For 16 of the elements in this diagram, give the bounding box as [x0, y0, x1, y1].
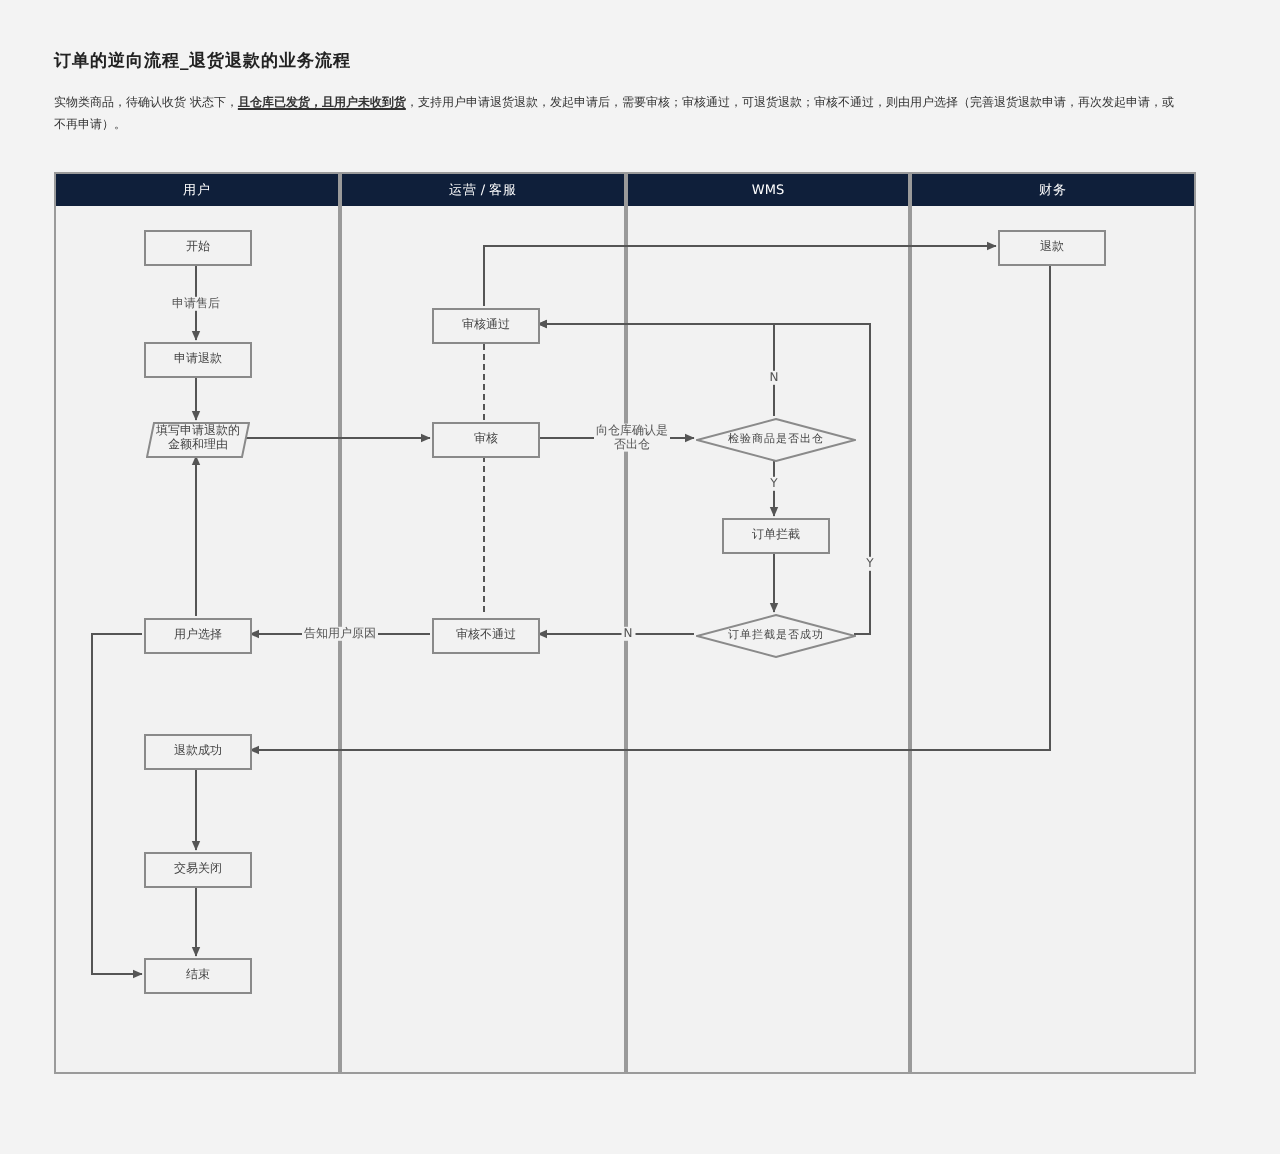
arrow: [537, 319, 871, 635]
arrow: [91, 633, 143, 979]
arrow: [191, 767, 201, 851]
arrow: [483, 241, 997, 307]
connector-line: [483, 341, 485, 421]
arrow: [191, 455, 201, 617]
arrow: [243, 433, 431, 443]
title: 订单的逆向流程_退货退款的业务流程: [54, 50, 351, 74]
swimlane: [910, 172, 1196, 1074]
arrow: [537, 629, 695, 639]
arrow: [191, 375, 201, 421]
arrow: [191, 885, 201, 957]
swimlane: [54, 172, 340, 1074]
connector-line: [483, 455, 485, 617]
arrow: [249, 263, 1051, 755]
arrow: [769, 551, 779, 613]
